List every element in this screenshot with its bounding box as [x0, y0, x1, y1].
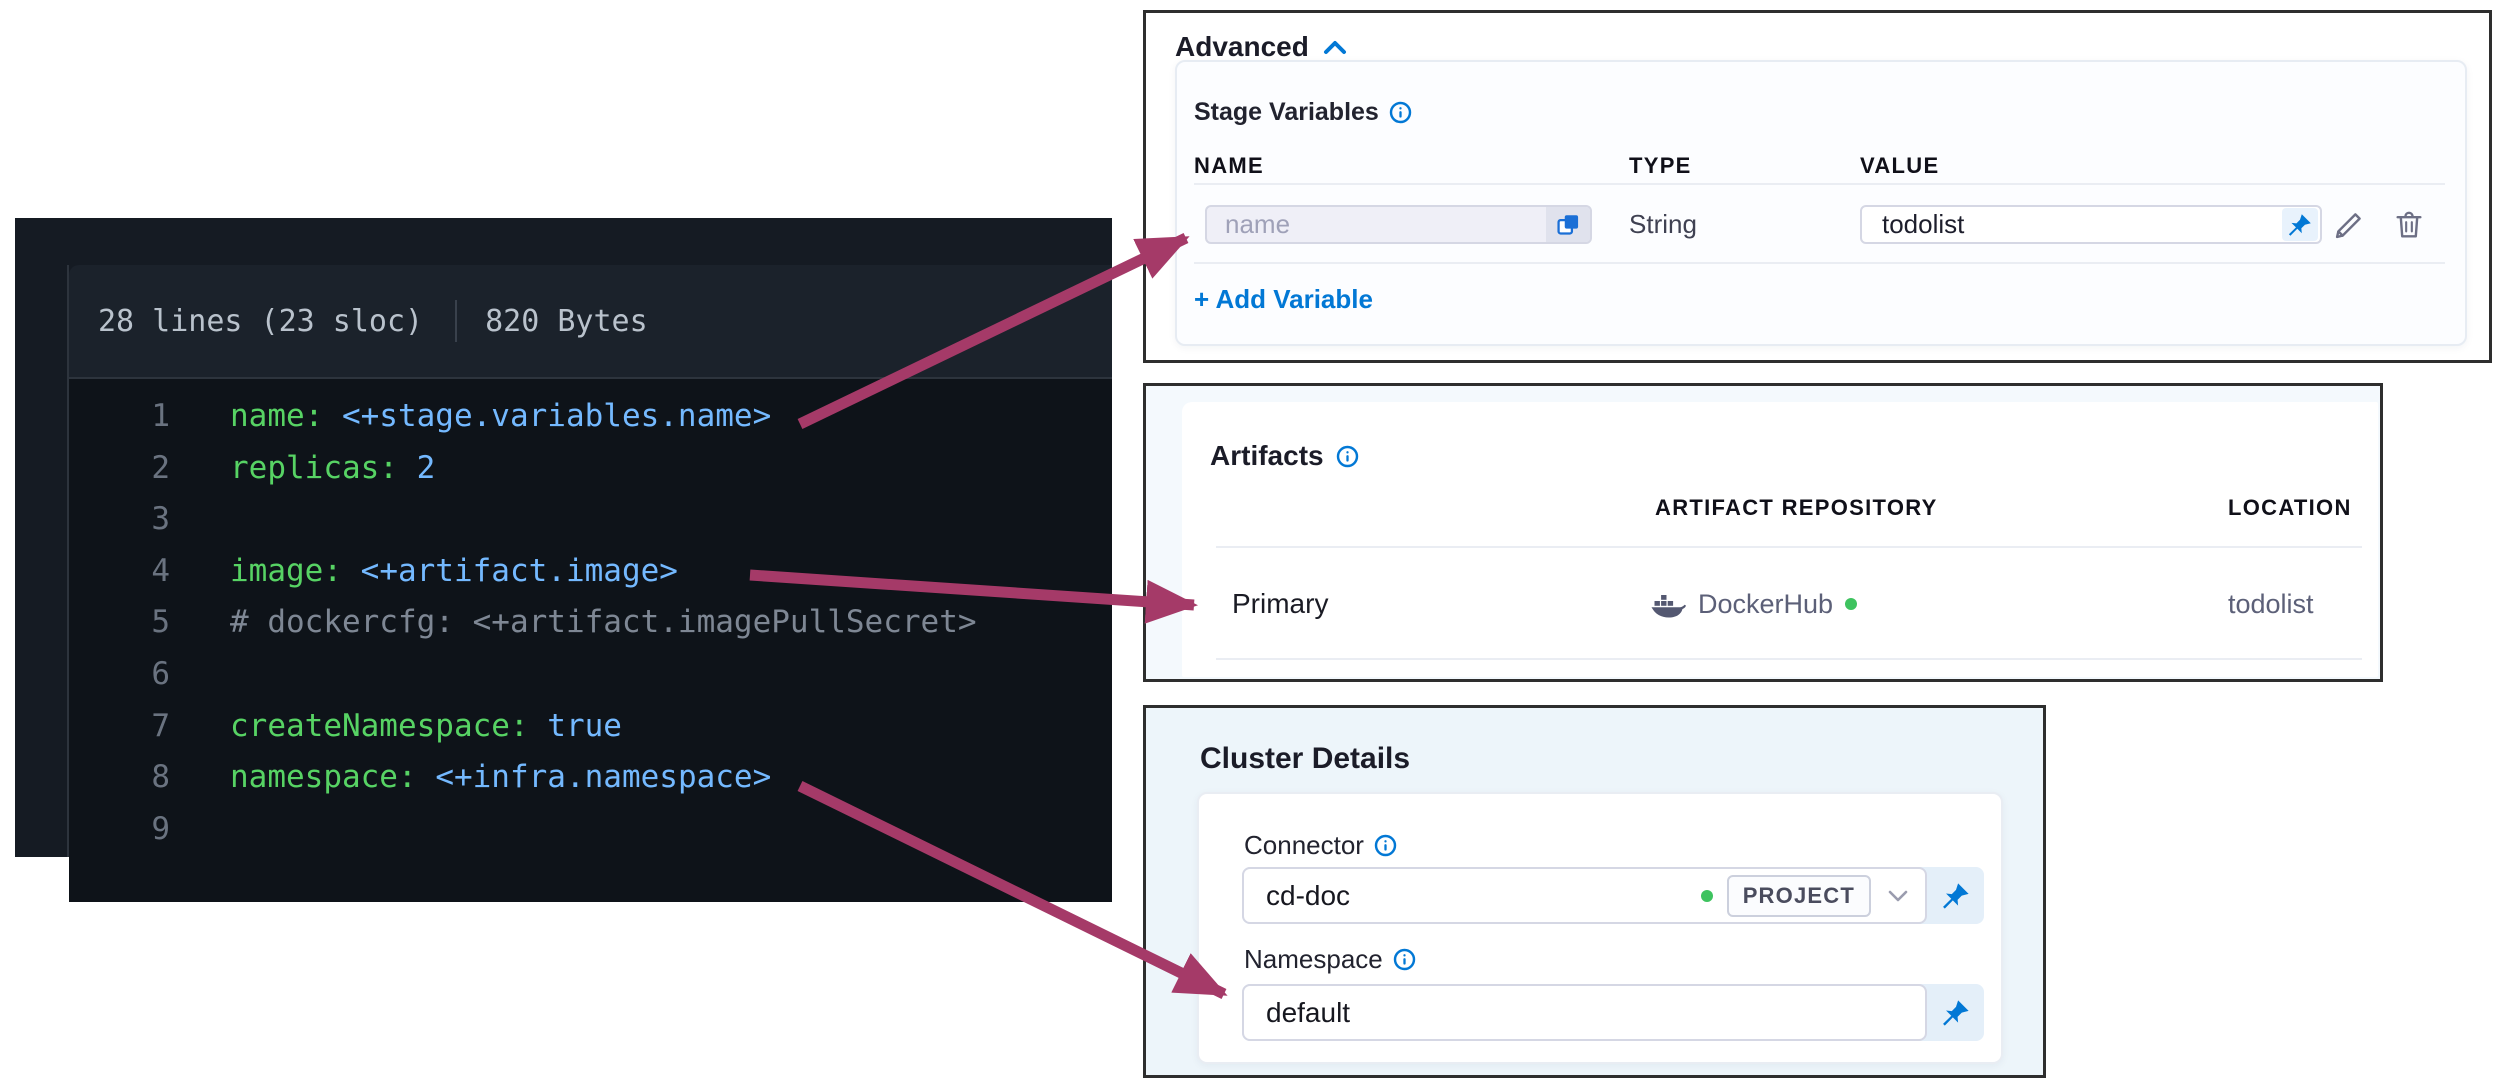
code-line: 6 — [151, 655, 170, 692]
artifact-repository: DockerHub — [1698, 588, 1834, 619]
code-line: 3 — [151, 501, 170, 538]
divider — [1216, 546, 2362, 548]
cluster-details-title: Cluster Details — [1200, 742, 1411, 775]
status-dot — [1845, 598, 1858, 610]
variable-name-input[interactable]: name — [1205, 205, 1592, 244]
advanced-panel: Advanced Stage Variables NAME TYPE VALUE… — [1143, 10, 2492, 363]
namespace-field-group: default — [1242, 984, 1984, 1041]
column-header-value: VALUE — [1860, 153, 1940, 178]
variable-type: String — [1629, 209, 1697, 239]
divider — [1216, 658, 2362, 660]
connector-value: cd-doc — [1266, 879, 1351, 911]
file-header: 28 lines (23 sloc) 820 Bytes — [69, 265, 1112, 379]
divider — [1194, 262, 2445, 264]
pin-icon[interactable] — [1927, 867, 1984, 924]
namespace-label: Namespace — [1244, 944, 1383, 974]
artifacts-panel: Artifacts ARTIFACT REPOSITORY LOCATION P… — [1143, 383, 2383, 682]
file-lines-count: 28 lines (23 sloc) — [98, 303, 424, 339]
info-icon[interactable] — [1374, 834, 1397, 857]
stage-variables-card: Stage Variables NAME TYPE VALUE name Str… — [1175, 60, 2467, 346]
pin-icon[interactable] — [1927, 984, 1984, 1041]
artifact-location: todolist — [2228, 589, 2314, 619]
pin-icon[interactable] — [2282, 208, 2318, 241]
artifact-row[interactable]: Primary DockerHub todolist — [1182, 580, 2378, 628]
variable-name-placeholder: name — [1225, 209, 1291, 239]
edit-icon[interactable] — [2325, 201, 2373, 249]
column-header-repository: ARTIFACT REPOSITORY — [1655, 495, 1938, 520]
docker-whale-icon — [1650, 589, 1686, 619]
cluster-details-card: Connector cd-doc PROJECT — [1197, 792, 2003, 1064]
divider — [1194, 183, 2445, 185]
artifacts-header: Artifacts — [1210, 440, 1359, 472]
file-size: 820 Bytes — [485, 303, 648, 339]
column-header-name: NAME — [1194, 153, 1264, 178]
connector-label: Connector — [1244, 830, 1364, 860]
info-icon[interactable] — [1393, 948, 1416, 971]
artifacts-title: Artifacts — [1210, 440, 1324, 471]
info-icon[interactable] — [1389, 101, 1412, 124]
artifacts-card: Artifacts ARTIFACT REPOSITORY LOCATION P… — [1182, 402, 2378, 677]
connector-status-dot — [1700, 889, 1713, 902]
info-icon[interactable] — [1336, 445, 1359, 468]
code-line: 5# dockercfg: <+artifact.imagePullSecret… — [151, 604, 977, 641]
artifact-label: Primary — [1232, 588, 1329, 619]
advanced-header[interactable]: Advanced — [1175, 31, 1347, 63]
variable-value: todolist — [1882, 209, 1965, 239]
variable-row: name String todolist — [1177, 205, 2465, 244]
variable-value-input[interactable]: todolist — [1860, 205, 2322, 244]
connector-field-group: cd-doc PROJECT — [1242, 867, 1984, 924]
delete-icon[interactable] — [2385, 201, 2433, 249]
advanced-title: Advanced — [1175, 31, 1309, 62]
chevron-down-icon[interactable] — [1887, 889, 1909, 903]
add-variable-button[interactable]: + Add Variable — [1194, 284, 1373, 314]
stage-variables-title: Stage Variables — [1194, 98, 1379, 126]
chevron-up-icon[interactable] — [1323, 39, 1347, 55]
code-line: 9 — [151, 810, 170, 847]
namespace-input[interactable]: default — [1242, 984, 1927, 1041]
column-header-location: LOCATION — [2228, 495, 2352, 520]
namespace-value: default — [1266, 996, 1351, 1028]
cluster-details-panel: Cluster Details Connector cd-doc PROJECT — [1143, 705, 2046, 1078]
header-divider — [455, 300, 458, 342]
copy-icon[interactable] — [1546, 207, 1590, 242]
connector-input[interactable]: cd-doc PROJECT — [1242, 867, 1927, 924]
scope-badge: PROJECT — [1726, 874, 1871, 917]
column-header-type: TYPE — [1629, 153, 1692, 178]
